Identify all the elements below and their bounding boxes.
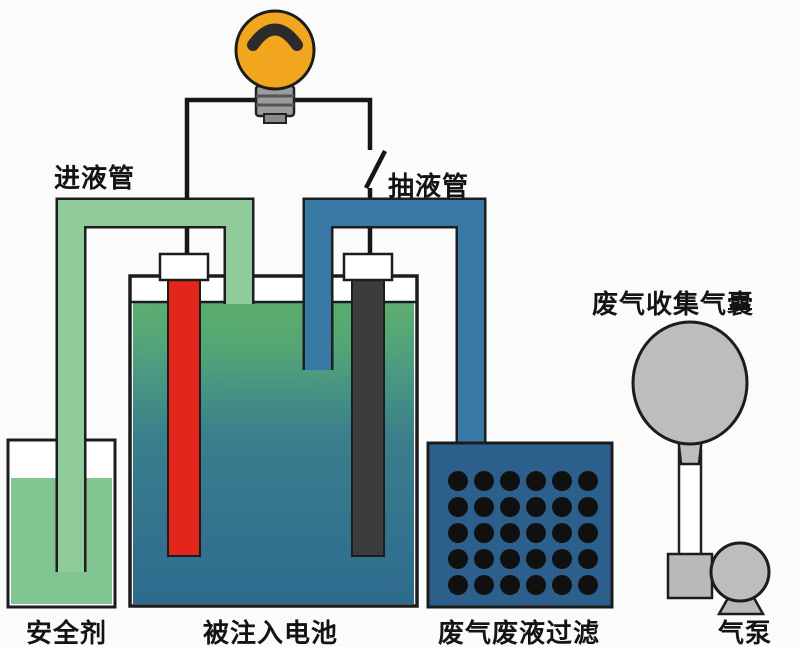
black-electrode	[342, 252, 394, 557]
filter-box	[426, 441, 614, 609]
label-safety-agent: 安全剂	[26, 619, 108, 647]
label-injected-battery: 被注入电池	[203, 619, 339, 647]
label-suction-pipe: 抽液管	[388, 172, 470, 201]
label-inlet-pipe: 进液管	[54, 164, 136, 193]
red-electrode-cap	[158, 252, 210, 282]
pump-housing	[709, 541, 771, 603]
inlet-pipe-body	[58, 200, 252, 572]
bulb-glass	[234, 9, 316, 91]
inlet-pipe	[55, 197, 255, 572]
filter-holes-grid	[445, 468, 601, 598]
label-gas-collection-bag: 废气收集气囊	[592, 290, 755, 319]
gas-bag-balloon	[631, 320, 749, 446]
green-plume	[133, 303, 413, 400]
light-bulb-icon	[234, 9, 316, 124]
black-electrode-cap	[342, 252, 394, 282]
switch-lever	[363, 149, 388, 190]
red-electrode-rod	[167, 279, 201, 557]
pump-block	[666, 552, 714, 600]
red-electrode	[158, 252, 210, 557]
tank-border	[128, 274, 419, 608]
bulb-base-tip	[263, 113, 287, 124]
gas-bag-and-pump	[631, 320, 771, 616]
label-air-pump: 气泵	[718, 619, 773, 647]
black-electrode-rod	[351, 279, 385, 557]
label-waste-filter: 废气废液过滤	[438, 619, 601, 647]
suction-pipe-body	[305, 200, 484, 450]
suction-pipe	[302, 197, 487, 450]
bulb-shine-arc	[247, 23, 303, 51]
pump-pipe	[677, 448, 703, 562]
